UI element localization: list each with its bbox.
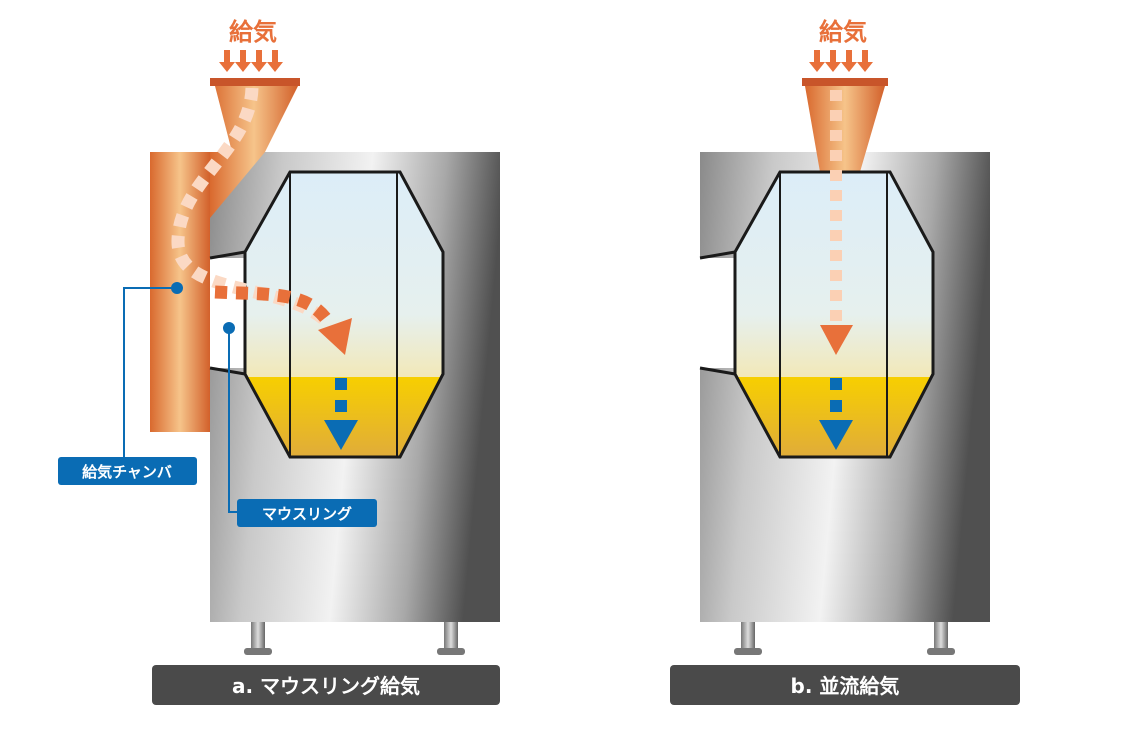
inlet-arrows-icon [809, 50, 873, 72]
leg [444, 622, 458, 650]
inlet-flange [802, 78, 888, 86]
mouth-ring-label: マウスリング [262, 505, 352, 523]
vessel [243, 170, 445, 459]
airflow-arrowhead [820, 325, 853, 355]
caption-b-text: b. 並流給気 [791, 674, 900, 698]
airflow-arrowhead [318, 318, 352, 355]
inlet-label: 給気 [819, 18, 867, 46]
leg [251, 622, 265, 650]
inlet-duct [805, 86, 885, 172]
leg [741, 622, 755, 650]
mouth-ring-callout [237, 499, 377, 527]
caption-b [670, 665, 1020, 705]
product-flow-arrow [324, 378, 358, 450]
caption-a-text: a. マウスリング給気 [232, 674, 420, 698]
chamber-callout [58, 457, 197, 485]
leg [934, 622, 948, 650]
mouth-ring-opening [210, 258, 245, 368]
airflow-path [820, 90, 853, 355]
inlet-label: 給気 [229, 18, 277, 46]
inlet-flange [210, 78, 300, 86]
product-flow-arrow [819, 378, 853, 450]
diagram-b: 給気 b. 並流給気 [670, 18, 1020, 705]
chamber-label: 給気チャンバ [82, 463, 172, 481]
inlet-duct [210, 86, 298, 218]
caption-a [152, 665, 500, 705]
inlet-arrows-icon [219, 50, 283, 72]
diagram-a: 給気 給気チャンバ マウスリング a. マウスリング給気 [58, 18, 500, 705]
side-opening [700, 258, 735, 368]
